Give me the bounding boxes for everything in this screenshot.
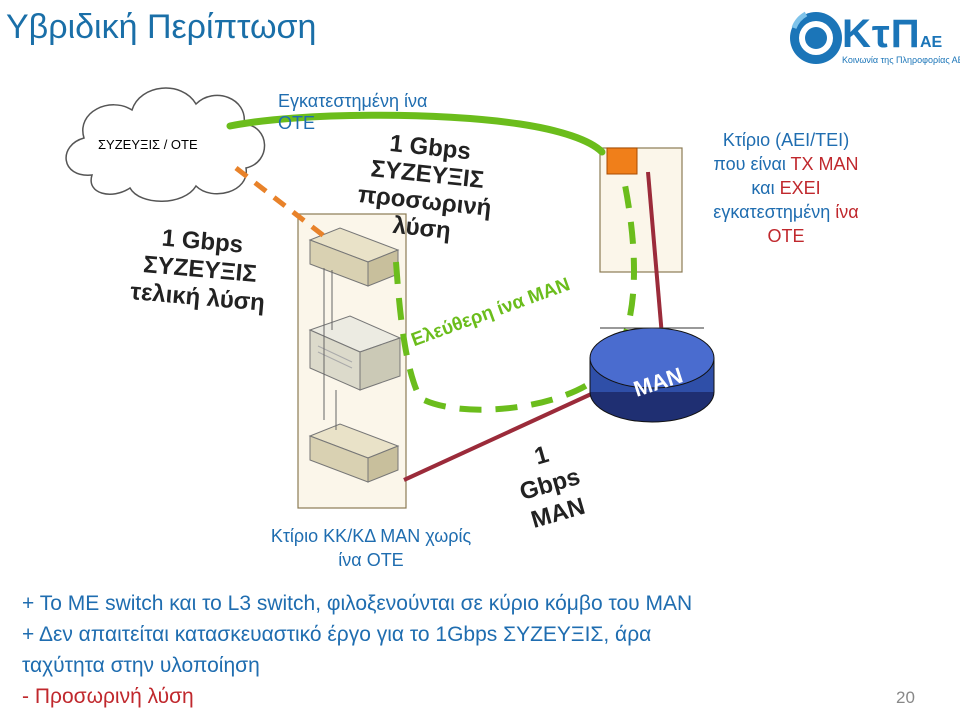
cloud-label: ΣΥΖΕΥΞΙΣ / ΟΤΕ xyxy=(98,137,198,152)
right-building-line2-highlight: ΤΧ ΜΑΝ xyxy=(790,154,859,174)
right-building-line3-text: και xyxy=(751,178,780,198)
page-number: 20 xyxy=(896,688,915,707)
logo-tagline: Κοινωνία της Πληροφορίας ΑΕ xyxy=(842,55,960,65)
ote-fiber-link xyxy=(226,111,606,156)
right-building-label: Κτίριο (ΑΕΙ/ΤΕΙ) που είναι ΤΧ ΜΑΝ και ΕΧ… xyxy=(676,128,896,248)
logo-wordmark: ΚτΠ xyxy=(842,12,921,56)
man-node-icon xyxy=(589,327,715,423)
switch-icon-top xyxy=(308,227,400,287)
logo-icon xyxy=(790,11,842,64)
right-building-port xyxy=(606,147,638,175)
left-building-line1: Κτίριο ΚΚ/ΚΔ ΜΑΝ χωρίς xyxy=(270,526,472,546)
right-building-line3-highlight: ΕΧΕΙ xyxy=(779,178,821,198)
right-building-line1: Κτίριο (ΑΕΙ/ΤΕΙ) xyxy=(722,130,850,150)
final-solution-label: 1 Gbps ΣΥΖΕΥΞΙΣ τελική λύση xyxy=(107,220,294,319)
ote-installed-label: Εγκατεστημένη ίνα ΟΤΕ xyxy=(278,90,427,134)
right-building-line2: που είναι ΤΧ ΜΑΝ xyxy=(676,152,896,176)
man-uplink-left xyxy=(403,388,601,482)
ote-installed-line2: ΟΤΕ xyxy=(278,113,316,133)
ote-installed-line1: Εγκατεστημένη ίνα xyxy=(278,91,428,111)
bullet-item: + Το ΜΕ switch και το L3 switch, φιλοξεν… xyxy=(22,592,693,615)
bullet-item-continuation: ταχύτητα στην υλοποίηση xyxy=(22,654,260,677)
right-building-line5: ΟΤΕ xyxy=(767,226,805,246)
left-building-line2: ίνα ΟΤΕ xyxy=(338,550,404,570)
bullet-item: + Δεν απαιτείται κατασκευαστικό έργο για… xyxy=(22,623,652,646)
final-solution-link xyxy=(234,166,326,238)
right-building-line4-highlight: ίνα xyxy=(835,202,859,222)
right-building-line4: εγκατεστημένη ίνα xyxy=(676,200,896,224)
right-building-line3: και ΕΧΕΙ xyxy=(676,176,896,200)
bullet-list: + Το ΜΕ switch και το L3 switch, φιλοξεν… xyxy=(22,588,922,712)
switch-icon-bottom xyxy=(308,423,400,483)
left-building-label: Κτίριο ΚΚ/ΚΔ ΜΑΝ χωρίς ίνα ΟΤΕ xyxy=(226,524,516,572)
man-uplink-right xyxy=(646,171,664,337)
bullet-item: - Προσωρινή λύση xyxy=(22,685,194,708)
ktp-logo xyxy=(776,6,960,76)
slide-title: Υβριδική Περίπτωση xyxy=(6,8,317,46)
right-building-line4-text: εγκατεστημένη xyxy=(713,202,836,222)
temporary-solution-label: 1 Gbps ΣΥΖΕΥΞΙΣ προσωρινή λύση xyxy=(331,125,521,251)
free-man-fiber xyxy=(393,179,637,413)
right-building-line2-text: που είναι xyxy=(713,154,791,174)
logo-suffix: ΑΕ xyxy=(920,34,943,51)
